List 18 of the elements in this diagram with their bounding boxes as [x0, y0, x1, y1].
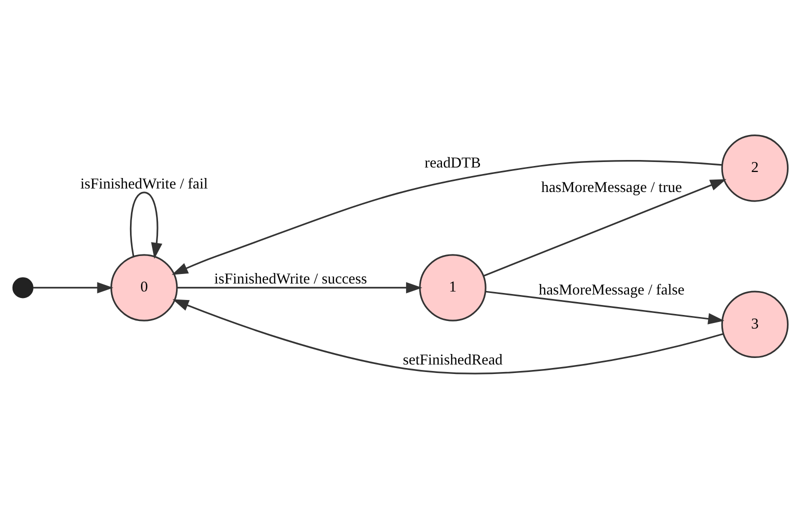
- node-circle: [12, 276, 34, 298]
- node-circle: 1: [419, 254, 486, 321]
- edge-label: hasMoreMessage / true: [541, 180, 682, 196]
- node-circle: 3: [721, 290, 789, 358]
- arrow: [32, 282, 114, 293]
- arrow: [130, 191, 162, 258]
- edge-label: setFinishedRead: [402, 352, 503, 368]
- arrow: [177, 282, 422, 293]
- node-circle: 2: [721, 134, 789, 202]
- edge-label: hasMoreMessage / false: [538, 282, 685, 298]
- node-circle: 0: [110, 254, 178, 321]
- edge-label: isFinishedWrite / fail: [80, 176, 208, 192]
- arrow: [172, 160, 722, 274]
- edge-label: isFinishedWrite / success: [214, 271, 367, 288]
- edge-label: readDTB: [424, 154, 481, 171]
- arrow: [486, 290, 724, 324]
- arrow: [172, 298, 724, 374]
- arrow: [483, 178, 726, 276]
